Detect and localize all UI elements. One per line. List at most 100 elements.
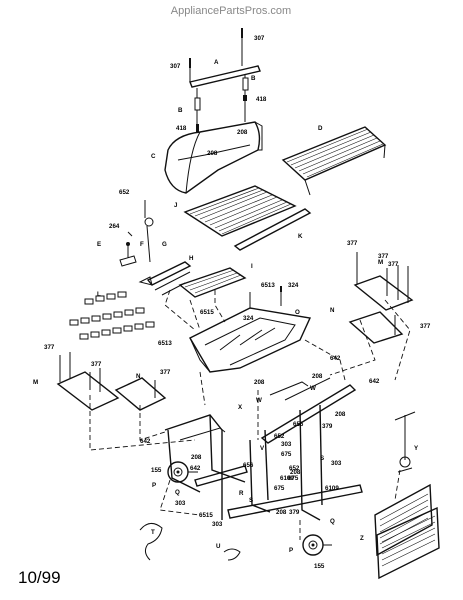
callout-642: 642: [369, 378, 380, 385]
callout-307: 307: [254, 35, 265, 42]
callout-418: 418: [256, 96, 267, 103]
callout-303: 303: [331, 460, 342, 467]
callout-v: V: [260, 445, 265, 452]
callout-642: 642: [140, 438, 151, 445]
hook-t-part: [139, 523, 163, 561]
warming-rack-part: [281, 126, 387, 196]
callout-6109: 6109: [325, 485, 339, 492]
callout-208: 208: [207, 150, 218, 157]
wheel-right-part: [302, 534, 332, 556]
callout-675: 675: [288, 475, 299, 482]
callout-6513: 6513: [261, 282, 275, 289]
callout-p: P: [152, 482, 156, 489]
callout-labels: 307 307 A B B 418 418 208 208 C D 652 J …: [33, 35, 431, 570]
callout-208: 208: [312, 373, 323, 380]
callout-264: 264: [109, 223, 120, 230]
callout-q: Q: [175, 489, 180, 496]
callout-379: 379: [289, 509, 300, 516]
heat-shield-part: [233, 208, 312, 251]
revision-date: 10/99: [18, 568, 61, 587]
ignitor-parts: [119, 200, 154, 267]
callout-307: 307: [170, 63, 181, 70]
callout-377: 377: [44, 344, 55, 351]
lid-handle-part: [189, 28, 261, 132]
callout-k: K: [298, 233, 303, 240]
callout-q: Q: [330, 518, 335, 525]
callout-c: C: [151, 153, 156, 160]
callout-j: J: [174, 202, 178, 209]
briquette-grate-part: [178, 267, 247, 298]
callout-377: 377: [378, 253, 389, 260]
callout-s: S: [249, 497, 253, 504]
callout-n: N: [136, 373, 141, 380]
callout-p: P: [289, 547, 293, 554]
callout-652: 652: [274, 433, 285, 440]
callout-6515: 6515: [200, 309, 214, 316]
callout-324: 324: [243, 315, 254, 322]
tank-gauge-part: [394, 411, 416, 473]
callout-w: W: [256, 397, 262, 404]
callout-208: 208: [237, 129, 248, 136]
callout-656: 656: [243, 462, 254, 469]
callout-h: H: [189, 255, 194, 262]
callout-y: Y: [414, 445, 419, 452]
callout-377: 377: [347, 240, 358, 247]
callout-m: M: [33, 379, 38, 386]
callout-w: W: [310, 385, 316, 392]
callout-208: 208: [276, 509, 287, 516]
callout-o: O: [295, 309, 300, 316]
callout-377: 377: [160, 369, 171, 376]
callout-l: L: [97, 291, 101, 298]
callout-u: U: [216, 543, 221, 550]
callout-d: D: [318, 125, 323, 132]
callout-418: 418: [176, 125, 187, 132]
callout-324: 324: [288, 282, 299, 289]
callout-f: F: [140, 241, 144, 248]
callout-n: N: [330, 307, 335, 314]
callout-208: 208: [254, 379, 265, 386]
callout-208: 208: [335, 411, 346, 418]
wheel-left-part: [167, 461, 198, 483]
cooking-grid-part: [183, 185, 297, 237]
grill-lid-part: [164, 121, 263, 194]
callout-6515: 6515: [199, 512, 213, 519]
callout-b: B: [178, 107, 183, 114]
burner-part: [138, 261, 192, 296]
watermark-text: AppliancePartsPros.com: [171, 5, 291, 17]
callout-656: 656: [293, 421, 304, 428]
callout-652: 652: [289, 465, 300, 472]
front-panel-part: [374, 483, 440, 580]
callout-g: G: [162, 241, 167, 248]
callout-303: 303: [281, 441, 292, 448]
assembly-lines: [89, 289, 411, 540]
callout-303: 303: [175, 500, 186, 507]
callout-6109: 6109: [280, 475, 294, 482]
callout-642: 642: [330, 355, 341, 362]
callout-155: 155: [314, 563, 325, 570]
callout-675: 675: [274, 485, 285, 492]
callout-m: M: [378, 259, 383, 266]
callout-e: E: [97, 241, 101, 248]
callout-i: I: [251, 263, 253, 270]
callout-208: 208: [290, 469, 301, 476]
callout-z: Z: [360, 535, 364, 542]
callout-155: 155: [151, 467, 162, 474]
briquettes-part: [69, 291, 155, 340]
callout-b: B: [251, 75, 256, 82]
callout-642: 642: [190, 465, 201, 472]
callout-s: S: [320, 455, 324, 462]
callout-x: X: [238, 404, 243, 411]
callout-652: 652: [119, 189, 130, 196]
callout-r: R: [239, 490, 244, 497]
cart-frame-part: [164, 377, 363, 521]
side-shelf-left: [56, 352, 167, 411]
callout-675: 675: [281, 451, 292, 458]
callout-a: A: [214, 59, 219, 66]
callout-6513: 6513: [158, 340, 172, 347]
hook-u-part: [223, 548, 241, 561]
callout-377: 377: [388, 261, 399, 268]
callout-377: 377: [420, 323, 431, 330]
callout-379: 379: [322, 423, 333, 430]
firebox-bottom-part: [189, 286, 312, 373]
